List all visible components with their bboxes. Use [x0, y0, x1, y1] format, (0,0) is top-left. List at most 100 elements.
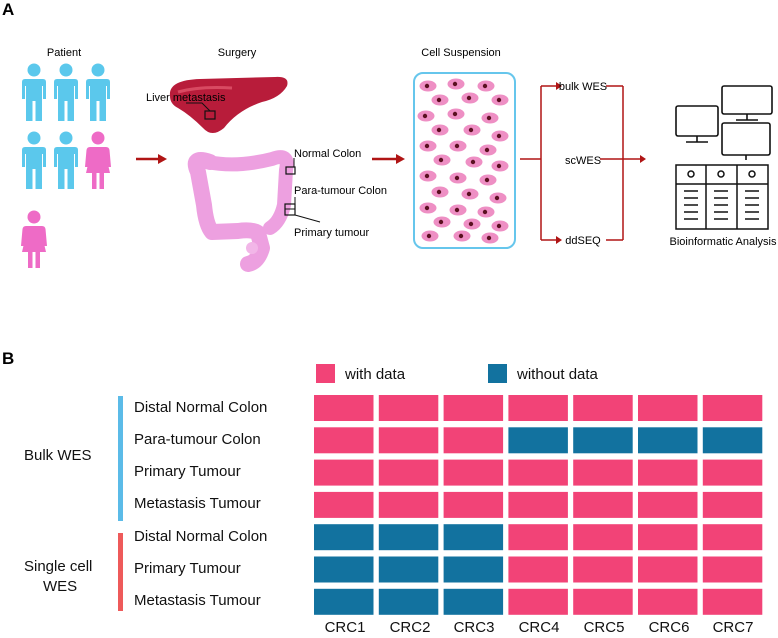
row-label: Distal Normal Colon	[134, 399, 267, 416]
legend-with-data: with data	[344, 366, 406, 383]
nucleus-icon	[424, 173, 430, 179]
grid-cell-without-data	[378, 588, 439, 615]
grid-cell-with-data	[638, 556, 698, 583]
bulk-wes-label: bulk WES	[559, 81, 607, 93]
bioinformatic-analysis-label: Bioinformatic Analysis	[670, 236, 777, 248]
branch-arrows	[520, 85, 640, 241]
grid-cell-with-data	[443, 459, 504, 486]
nucleus-icon	[436, 97, 442, 103]
nucleus-icon	[470, 159, 476, 165]
grid-cell-with-data	[314, 427, 374, 454]
nucleus-icon	[468, 127, 474, 133]
nucleus-icon	[436, 189, 442, 195]
grid-cell-with-data	[443, 491, 504, 518]
single-cell-group-label-line2: WES	[43, 578, 77, 595]
nucleus-icon	[486, 235, 492, 241]
colon-icon	[187, 150, 294, 272]
ddseq-label: ddSEQ	[565, 235, 601, 247]
row-label: Metastasis Tumour	[134, 592, 261, 609]
nucleus-icon	[458, 233, 464, 239]
nucleus-icon	[468, 221, 474, 227]
nucleus-icon	[424, 143, 430, 149]
panel-a-label: A	[2, 0, 14, 19]
column-label: CRC1	[325, 619, 366, 636]
bulk-wes-group-bar	[118, 396, 123, 521]
grid-cell-with-data	[573, 395, 633, 421]
grid-cell-with-data	[443, 427, 504, 454]
legend-swatch-with-data	[316, 364, 335, 383]
grid-cell-with-data	[573, 556, 633, 583]
column-label: CRC7	[713, 619, 754, 636]
normal-colon-box	[285, 166, 296, 175]
row-label: Metastasis Tumour	[134, 495, 261, 512]
patient-title: Patient	[47, 47, 81, 59]
grid-cell-with-data	[508, 459, 568, 486]
single-cell-group-label: Single cell	[24, 558, 92, 575]
grid-cell-with-data	[638, 524, 698, 551]
female-patient-icon	[21, 210, 47, 268]
nucleus-icon	[466, 95, 472, 101]
grid-cell-with-data	[378, 491, 439, 518]
nucleus-icon	[496, 97, 502, 103]
female-patient-icon	[85, 131, 111, 189]
grid-cell-with-data	[638, 588, 698, 615]
nucleus-icon	[426, 233, 432, 239]
column-label: CRC6	[649, 619, 690, 636]
nucleus-icon	[482, 209, 488, 215]
row-label: Primary Tumour	[134, 560, 241, 577]
grid-cell-without-data	[378, 556, 439, 583]
nucleus-icon	[452, 111, 458, 117]
grid-cell-without-data	[702, 427, 763, 454]
nucleus-icon	[484, 147, 490, 153]
normal-colon-label: Normal Colon	[294, 148, 361, 160]
grid-cell-with-data	[702, 459, 763, 486]
grid-cell-with-data	[573, 491, 633, 518]
grid-cell-with-data	[314, 395, 374, 421]
legend-swatch-without-data	[488, 364, 507, 383]
grid-cell-with-data	[573, 459, 633, 486]
grid-cell-with-data	[638, 491, 698, 518]
patient-icons	[21, 63, 111, 268]
cell-suspension-icon	[417, 78, 509, 244]
grid-cell-without-data	[443, 524, 504, 551]
nucleus-icon	[496, 133, 502, 139]
nucleus-icon	[454, 207, 460, 213]
nucleus-icon	[482, 83, 488, 89]
grid-cell-with-data	[378, 395, 439, 421]
arrow-icon	[372, 154, 405, 164]
bulk-wes-group-label: Bulk WES	[24, 447, 92, 464]
nucleus-icon	[496, 163, 502, 169]
nucleus-icon	[486, 115, 492, 121]
row-label: Primary Tumour	[134, 463, 241, 480]
column-label: CRC5	[584, 619, 625, 636]
cell-suspension-title: Cell Suspension	[421, 47, 501, 59]
grid-cell-with-data	[314, 459, 374, 486]
grid-cell-with-data	[508, 491, 568, 518]
nucleus-icon	[466, 191, 472, 197]
grid-cell-without-data	[314, 524, 374, 551]
male-patient-icon	[54, 63, 78, 121]
nucleus-icon	[436, 127, 442, 133]
male-patient-icon	[86, 63, 110, 121]
grid-cell-without-data	[443, 556, 504, 583]
branch-arrowheads	[556, 82, 646, 244]
grid-cell-with-data	[638, 395, 698, 421]
nucleus-icon	[454, 143, 460, 149]
surgery-title: Surgery	[218, 47, 257, 59]
computer-icon	[675, 85, 773, 160]
grid-cell-with-data	[508, 588, 568, 615]
legend-without-data: without data	[516, 366, 599, 383]
nucleus-icon	[422, 113, 428, 119]
column-label: CRC3	[454, 619, 495, 636]
grid-cell-with-data	[702, 491, 763, 518]
column-label: CRC2	[390, 619, 431, 636]
nucleus-icon	[438, 157, 444, 163]
grid-cell-without-data	[378, 524, 439, 551]
grid-cell-without-data	[508, 427, 568, 454]
colon-tissue	[246, 242, 258, 254]
grid-cell-with-data	[702, 524, 763, 551]
arrow-icon	[136, 154, 167, 164]
male-patient-icon	[54, 131, 78, 189]
grid-cell-with-data	[508, 395, 568, 421]
nucleus-icon	[494, 195, 500, 201]
